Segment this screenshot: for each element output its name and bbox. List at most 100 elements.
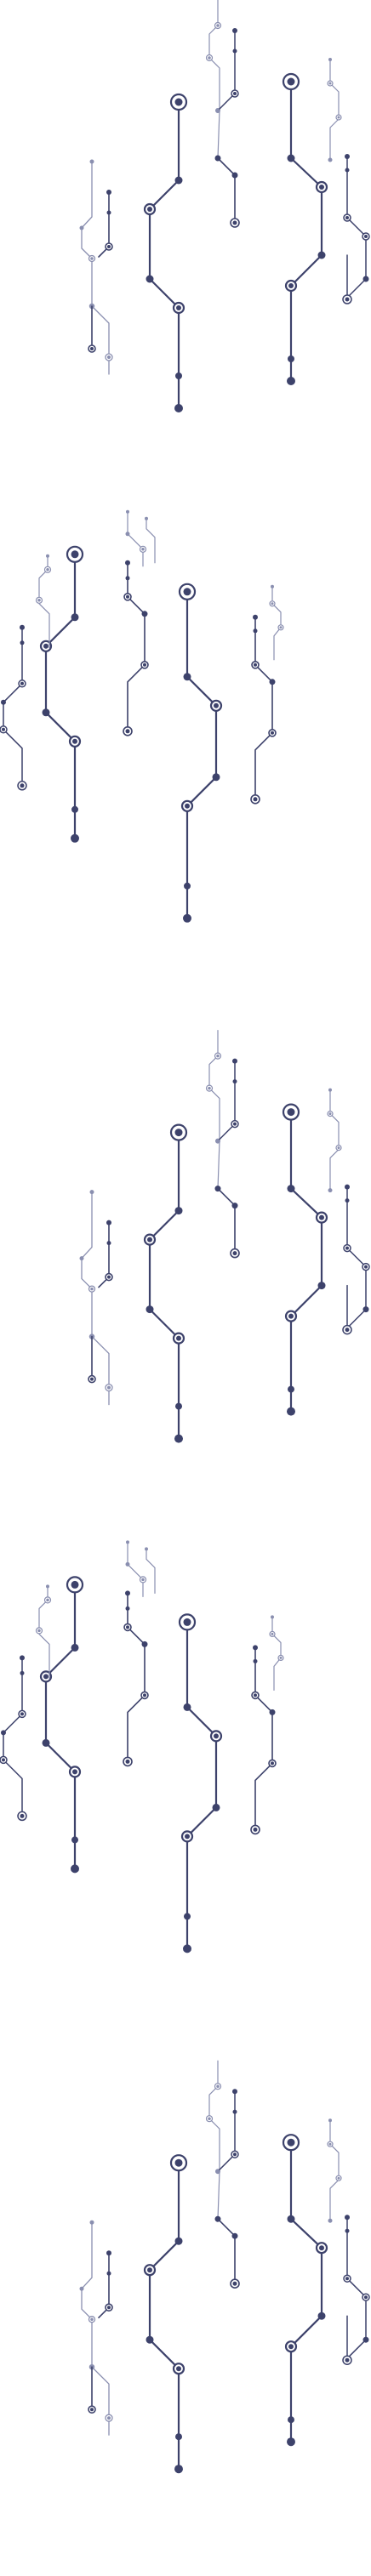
trace-node-dot (145, 516, 148, 520)
trace-node-core (328, 2142, 332, 2146)
trace-node-dot (146, 1305, 154, 1314)
trace-node-dot (146, 275, 154, 283)
trace-node-dot (174, 176, 183, 185)
trace-node-core (183, 1618, 191, 1626)
trace-node-core (90, 2408, 94, 2412)
trace-node-core (287, 77, 295, 86)
trace-node-core (126, 1625, 129, 1629)
trace-node-dot (106, 1220, 111, 1225)
trace-node-dot (126, 509, 129, 514)
trace-node-dot (231, 1203, 238, 1209)
trace-node-dot (1, 1730, 6, 1736)
trace-node-dot (79, 1256, 84, 1261)
trace-node-core (90, 2317, 94, 2321)
trace-node-dot (126, 1540, 129, 1544)
trace-node-core (328, 82, 332, 85)
trace-node-dot (175, 372, 182, 379)
trace-node-dot (125, 576, 130, 581)
trace-line (127, 511, 144, 567)
trace-node-dot (232, 1079, 237, 1084)
trace-node-dot (71, 1864, 79, 1874)
trace-node-dot (175, 2433, 182, 2441)
trace-node-dot (146, 2335, 154, 2344)
trace-node-core (107, 245, 111, 248)
trace-node-core (232, 1251, 237, 1256)
trace-node-core (364, 2295, 368, 2300)
trace-line (127, 1592, 146, 1763)
trace-node-dot (328, 58, 332, 61)
trace-line (219, 2090, 236, 2170)
trace-node-dot (89, 2220, 94, 2225)
trace-node-dot (271, 1615, 274, 1619)
trace-node-dot (46, 1584, 49, 1589)
trace-node-dot (328, 1188, 333, 1193)
trace-node-core (279, 1656, 283, 1659)
trace-node-dot (125, 1561, 130, 1567)
trace-node-dot (71, 1836, 78, 1844)
trace-node-core (185, 1834, 190, 1840)
trace-node-dot (89, 1190, 94, 1195)
trace-node-dot (271, 584, 274, 589)
trace-node-dot (175, 1402, 182, 1410)
trace-node-dot (287, 1407, 295, 1416)
trace-line (219, 1060, 236, 1140)
trace-node-dot (287, 377, 295, 385)
trace-line (217, 2218, 236, 2284)
trace-node-core (2, 727, 5, 731)
trace-node-core (107, 1385, 111, 1390)
trace-node-core (174, 1129, 183, 1137)
trace-node-core (216, 1054, 220, 1058)
trace-node-dot (183, 673, 191, 681)
trace-node-core (125, 1759, 130, 1764)
trace-node-core (20, 1712, 24, 1716)
trace-line (127, 1541, 144, 1598)
trace-node-core (37, 599, 41, 602)
trace-node-core (208, 1086, 211, 1090)
trace-node-core (174, 98, 183, 106)
trace-node-dot (345, 168, 350, 173)
circuit-tile (79, 2060, 370, 2474)
trace-line (81, 161, 110, 375)
trace-node-core (20, 681, 24, 685)
trace-node-dot (174, 2237, 183, 2245)
trace-node-dot (328, 2118, 332, 2123)
trace-line (44, 1584, 77, 1870)
trace-node-core (337, 1146, 340, 1150)
circuit-tile (79, 1029, 370, 1443)
trace-node-dot (345, 2228, 350, 2233)
trace-node-core (90, 257, 94, 260)
trace-node-core (72, 1769, 77, 1775)
trace-node-dot (183, 913, 191, 923)
trace-line (217, 1187, 236, 1254)
trace-node-dot (287, 154, 295, 162)
trace-node-dot (71, 833, 79, 843)
trace-node-core (216, 24, 220, 27)
trace-node-core (208, 56, 211, 60)
trace-node-dot (287, 1185, 295, 1193)
trace-line (148, 2162, 180, 2471)
trace-node-dot (174, 2465, 183, 2474)
trace-node-dot (345, 154, 350, 159)
trace-node-dot (212, 1803, 220, 1811)
trace-node-dot (106, 2271, 111, 2276)
trace-node-dot (232, 1058, 237, 1064)
trace-node-dot (317, 251, 326, 259)
trace-node-dot (106, 190, 111, 195)
trace-node-dot (20, 1655, 25, 1661)
trace-node-core (345, 1246, 349, 1250)
trace-line (127, 561, 146, 732)
trace-node-core (216, 2084, 220, 2088)
trace-node-core (141, 1578, 145, 1582)
trace-node-dot (125, 1606, 130, 1611)
trace-node-core (107, 1275, 111, 1279)
trace-node-core (345, 1328, 350, 1333)
trace-node-dot (232, 28, 237, 33)
trace-node-dot (106, 2250, 111, 2256)
trace-node-dot (174, 1434, 183, 1443)
trace-node-core (125, 729, 130, 734)
trace-node-dot (253, 1658, 258, 1663)
trace-node-dot (214, 1186, 221, 1192)
trace-line (146, 518, 156, 564)
trace-node-dot (232, 2109, 237, 2114)
